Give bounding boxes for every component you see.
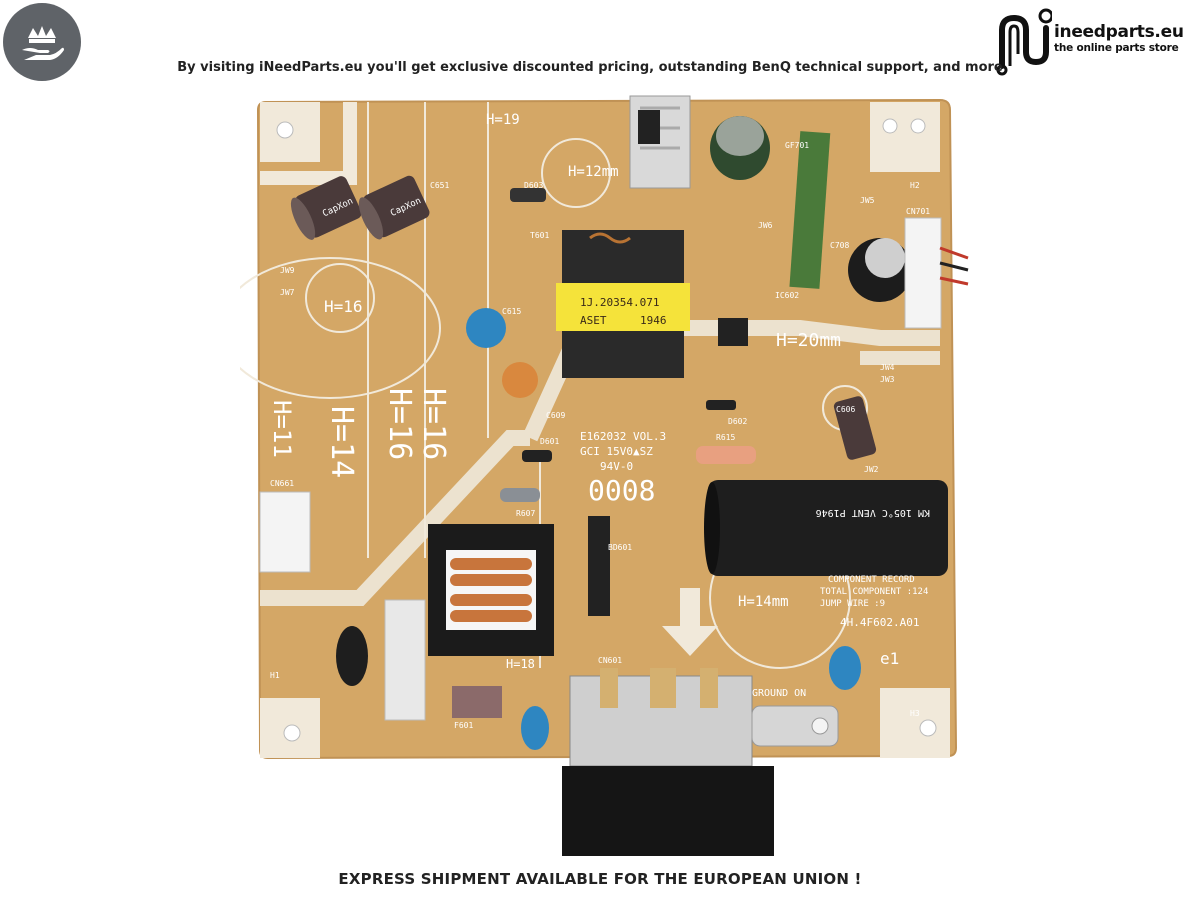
height-h12: H=12mm [568,164,619,180]
brand-name: ineedparts.eu [1054,22,1184,42]
transformer-label-2: ASET [580,314,607,327]
ref-jw9: JW9 [280,266,295,275]
ref-h3: H3 [910,709,920,718]
ref-d602: D602 [728,417,747,426]
transformer-label-1: 1J.20354.071 [580,296,659,309]
ref-jw7: JW7 [280,288,295,297]
jump-wire: JUMP WIRE :9 [820,599,885,609]
ref-cn701: CN701 [906,207,930,216]
plug-logo-icon [996,8,1052,76]
height-h16a: H=16 [324,297,363,316]
ref-h2: H2 [910,181,920,190]
height-h16b: H=16 [416,388,451,460]
model-line-1: E162032 VOL.3 [580,430,666,443]
ref-jw5: JW5 [860,196,875,205]
ref-jw4: JW4 [880,363,895,372]
ref-t601: T601 [530,231,549,240]
transformer-label-code: 1946 [640,314,667,327]
ref-d603: D603 [524,181,543,190]
ref-cn601: CN601 [598,656,622,665]
brand-tagline: the online parts store [1054,42,1179,54]
total-component: TOTAL COMPONENT :124 [820,587,928,597]
ref-gf701: GF701 [785,141,809,150]
ref-d601: D601 [540,437,559,446]
ref-r607: R607 [516,509,535,518]
ref-r615: R615 [716,433,735,442]
board-code: 4H.4F602.A01 [840,616,919,629]
shipping-banner: EXPRESS SHIPMENT AVAILABLE FOR THE EUROP… [338,870,862,888]
ref-e1: e1 [880,649,899,668]
promo-text: By visiting iNeedParts.eu you'll get exc… [177,60,1003,75]
ref-cn661: CN661 [270,479,294,488]
ref-jw3: JW3 [880,375,895,384]
height-h19: H=19 [486,112,520,128]
serial-digits: 0008 [588,474,655,507]
ref-c609: C609 [546,411,565,420]
height-h14: H=14 [324,406,359,478]
ref-c615: C615 [502,307,521,316]
height-h11: H=11 [268,400,296,458]
ground-label: GROUND ON [752,688,806,699]
power-board-image: CapXon CapXon 1J.20354.071 ASET 1946 KM … [219,88,970,868]
model-line-2: GCI 15V0▲SZ [580,445,653,458]
brand-logo[interactable]: ineedparts.eu the online parts store [992,4,1192,76]
ref-bd601: BD601 [608,543,632,552]
ref-ic602: IC602 [775,291,799,300]
ref-c708: C708 [830,241,849,250]
ref-jw2: JW2 [864,465,879,474]
model-line-3: 94V-0 [600,460,633,473]
height-h18: H=18 [506,657,535,671]
big-cap-text: KM 105°C VENT P1946 [816,507,930,518]
ref-h1: H1 [270,671,280,680]
component-record: COMPONENT RECORD [828,575,915,585]
height-h16c: H=16 [382,388,417,460]
ref-c651: C651 [430,181,449,190]
ref-jw6: JW6 [758,221,773,230]
height-h20: H=20mm [776,330,841,351]
height-h14mm: H=14mm [738,594,789,610]
crown-hand-icon [3,3,81,81]
ref-c606: C606 [836,405,855,414]
ref-f601: F601 [454,721,473,730]
